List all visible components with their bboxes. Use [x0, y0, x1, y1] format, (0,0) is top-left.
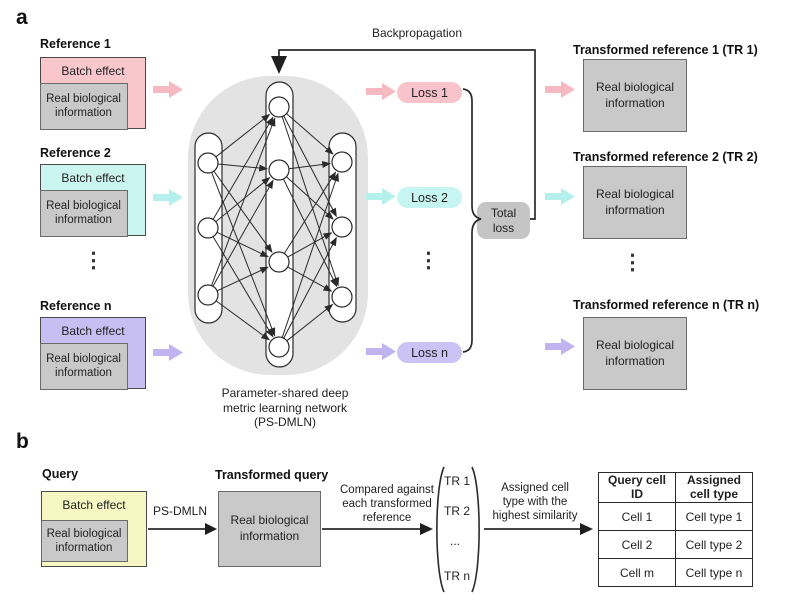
batch-effect-label: Batch effect — [61, 171, 125, 185]
vertical-ellipsis: ⋮ — [83, 249, 104, 272]
transformed-ref-n-title: Transformed reference n (TR n) — [573, 298, 760, 312]
backpropagation-label: Backpropagation — [371, 26, 463, 40]
loss-2-pill: Loss 2 — [397, 187, 462, 208]
flow-arrow-pink-icon — [545, 81, 575, 98]
tr-list-ellipsis: ... — [450, 534, 461, 548]
tr-list-item-n: TR n — [444, 569, 471, 583]
reference-1-title: Reference 1 — [40, 37, 111, 51]
arrowhead-icon — [205, 523, 217, 535]
query-title: Query — [42, 467, 79, 481]
real-bio-info-box: Real biological information — [39, 82, 128, 130]
transformed-ref-1-title: Transformed reference 1 (TR 1) — [573, 43, 758, 57]
loss-n-pill: Loss n — [397, 342, 462, 363]
table-header-query-cell-id: Query cell ID — [598, 472, 676, 503]
query-box: Batch effect Real biological information — [40, 491, 147, 567]
vertical-ellipsis: ⋮ — [418, 249, 439, 272]
tr-list-item-2: TR 2 — [444, 504, 471, 518]
reference-1-box: Batch effect Real biological information — [39, 57, 146, 130]
compared-against-label: Compared against each transformed refere… — [340, 484, 434, 525]
batch-effect-label: Batch effect — [61, 324, 125, 338]
panel-b-label: b — [16, 430, 29, 453]
real-bio-info-box: Real biological information — [39, 189, 128, 237]
table-row: Cell 1 Cell type 1 — [598, 502, 753, 531]
assigned-cell-type-label: Assigned cell type with the highest simi… — [492, 482, 578, 523]
ps-dmln-network-diagram — [188, 76, 368, 375]
total-loss-box: Total loss — [477, 202, 530, 239]
real-bio-info-box: Real biological information — [40, 520, 128, 562]
table-row: Cell 2 Cell type 2 — [598, 530, 753, 559]
vertical-ellipsis: ⋮ — [622, 251, 643, 274]
transformed-ref-2-box: Real biological information — [583, 166, 687, 239]
flow-arrow-cyan-icon — [545, 188, 575, 205]
reference-2-title: Reference 2 — [40, 146, 111, 160]
reference-n-title: Reference n — [40, 299, 112, 313]
transformed-query-title: Transformed query — [215, 468, 329, 482]
transformed-query-box: Real biological information — [218, 491, 321, 567]
reference-n-box: Batch effect Real biological information — [39, 317, 146, 390]
batch-effect-label: Batch effect — [62, 498, 126, 512]
flow-arrow-purple-icon — [545, 338, 575, 355]
batch-effect-label: Batch effect — [61, 64, 125, 78]
flow-arrow-pink-icon — [153, 81, 183, 98]
loss-1-pill: Loss 1 — [397, 82, 462, 103]
flow-arrow-purple-icon — [153, 344, 183, 361]
ps-dmln-arrow-label: PS-DMLN — [152, 504, 207, 518]
arrowhead-icon — [580, 523, 593, 535]
transformed-flow-arrows — [545, 81, 575, 355]
paren-right-icon — [471, 466, 480, 593]
query-result-table: Query cell ID Assigned cell type Cell 1 … — [598, 472, 753, 587]
real-bio-info-box: Real biological information — [39, 342, 128, 390]
reference-2-box: Batch effect Real biological information — [39, 164, 146, 237]
flow-arrow-cyan-icon — [153, 189, 183, 206]
transformed-ref-n-box: Real biological information — [583, 317, 687, 390]
network-caption: Parameter-shared deep metric learning ne… — [221, 386, 349, 430]
tr-list-item-1: TR 1 — [444, 474, 471, 488]
transformed-ref-2-title: Transformed reference 2 (TR 2) — [573, 150, 758, 164]
panel-a-label: a — [16, 6, 28, 29]
table-header-assigned-cell-type: Assigned cell type — [675, 472, 753, 503]
transformed-ref-1-box: Real biological information — [583, 59, 687, 132]
table-row: Cell m Cell type n — [598, 558, 753, 587]
reference-flow-arrows — [153, 81, 183, 361]
